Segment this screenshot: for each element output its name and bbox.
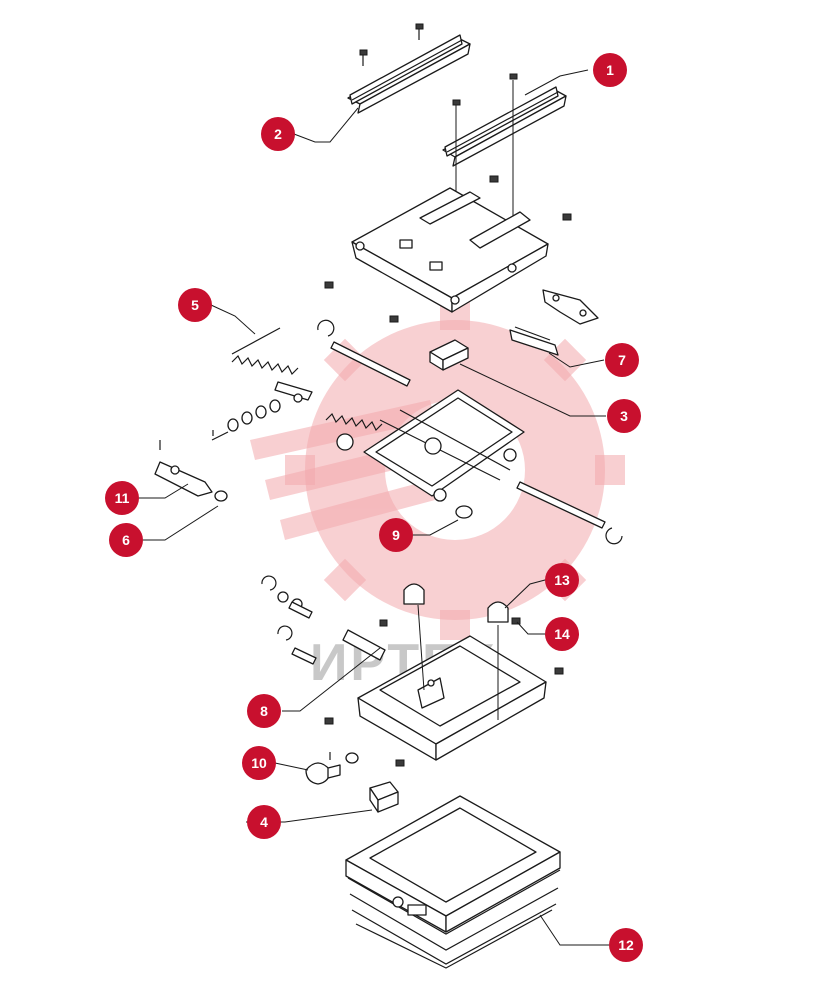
svg-text:2: 2 (274, 126, 282, 142)
svg-text:9: 9 (392, 527, 400, 543)
callout-10[interactable]: 10 (242, 746, 276, 780)
callout-9[interactable]: 9 (379, 518, 413, 552)
callout-2[interactable]: 2 (261, 117, 295, 151)
scissor-frame-drawing (336, 389, 525, 502)
svg-text:8: 8 (260, 703, 268, 719)
rubber-buffer-block-drawing (429, 339, 469, 371)
callout-6[interactable]: 6 (109, 523, 143, 557)
upper-plate-drawing (351, 187, 549, 313)
plate-screws (324, 175, 572, 323)
tension-spring-small-drawing (325, 412, 383, 432)
svg-text:12: 12 (618, 937, 634, 953)
right-slide-rail-drawing (442, 86, 567, 167)
svg-text:6: 6 (122, 532, 130, 548)
left-slide-rail-drawing (347, 34, 471, 114)
washers-drawing (227, 399, 281, 432)
stop-buffer-drawing (403, 583, 509, 720)
lever-plate-drawing (274, 381, 313, 403)
callout-11[interactable]: 11 (105, 481, 139, 515)
svg-text:1: 1 (606, 62, 614, 78)
bracket-drawing (542, 289, 599, 325)
svg-text:10: 10 (251, 755, 267, 771)
callout-3[interactable]: 3 (607, 399, 641, 433)
lower-screws (324, 617, 564, 767)
roller-bushing-drawing (455, 505, 473, 519)
lower-plate-drawing (357, 635, 547, 761)
svg-text:5: 5 (191, 297, 199, 313)
callout-7[interactable]: 7 (605, 343, 639, 377)
small-pin-drawing (211, 430, 229, 441)
svg-text:13: 13 (554, 572, 570, 588)
callout-8[interactable]: 8 (247, 694, 281, 728)
svg-text:14: 14 (554, 626, 570, 642)
cam-knob-drawing (305, 752, 359, 785)
callout-13[interactable]: 13 (545, 563, 579, 597)
rods-drawing (317, 319, 623, 545)
callout-4[interactable]: 4 (247, 805, 281, 839)
bottom-buffer-drawing (369, 781, 399, 813)
svg-text:7: 7 (618, 352, 626, 368)
svg-text:3: 3 (620, 408, 628, 424)
callout-12[interactable]: 12 (609, 928, 643, 962)
callout-1[interactable]: 1 (593, 53, 627, 87)
callout-14[interactable]: 14 (545, 617, 579, 651)
adjustment-rack-drawing (509, 326, 559, 356)
svg-text:11: 11 (115, 490, 130, 506)
svg-text:4: 4 (260, 814, 268, 830)
bellows-base-drawing (345, 795, 561, 969)
tension-spring-large-drawing (231, 327, 299, 376)
adjuster-shaft-drawing (154, 440, 213, 497)
callout-5[interactable]: 5 (178, 288, 212, 322)
knob-cap-drawing (214, 490, 228, 502)
